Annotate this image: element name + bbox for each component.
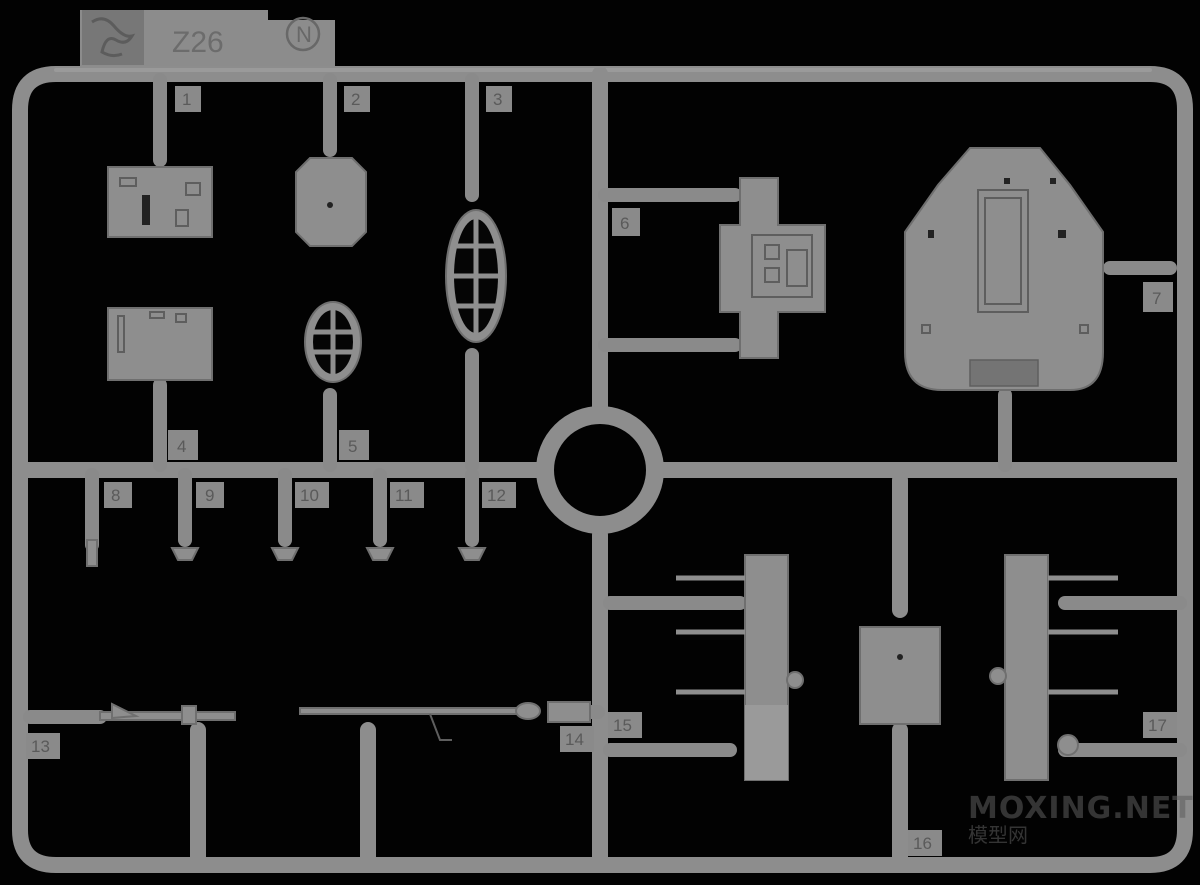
part-4-panel bbox=[107, 307, 213, 381]
part-number-2: 2 bbox=[351, 90, 360, 109]
part-7-deck bbox=[904, 147, 1104, 391]
part-number-14: 14 bbox=[565, 730, 584, 749]
part-14-rod bbox=[299, 701, 591, 741]
part-number-17: 17 bbox=[1148, 716, 1167, 735]
gates bbox=[23, 73, 1187, 757]
part-number-9: 9 bbox=[205, 486, 214, 505]
part-number-8: 8 bbox=[111, 486, 120, 505]
part-number-11: 11 bbox=[395, 486, 413, 505]
part-number-16: 16 bbox=[913, 834, 932, 853]
watermark-subtitle: 模型网 bbox=[968, 823, 1028, 847]
part-number-15: 15 bbox=[613, 716, 632, 735]
part-1-panel bbox=[107, 166, 213, 238]
part-number-4: 4 bbox=[177, 437, 186, 456]
part-number-5: 5 bbox=[348, 437, 357, 456]
part-number-7: 7 bbox=[1152, 289, 1161, 308]
part-number-10: 10 bbox=[300, 486, 319, 505]
number-tags bbox=[26, 86, 1177, 856]
part-number-1: 1 bbox=[182, 90, 191, 109]
sprue-header-tab: Z26 N bbox=[80, 10, 335, 70]
part-numbers: 1 2 3 4 5 6 7 8 9 10 11 12 13 14 15 16 1… bbox=[31, 90, 1167, 853]
parts-8-12-bits bbox=[86, 539, 487, 567]
sprue-hub bbox=[536, 406, 664, 534]
part-2-hatch bbox=[295, 157, 367, 247]
part-15-panel bbox=[676, 554, 804, 781]
part-number-13: 13 bbox=[31, 737, 50, 756]
watermark-brand: MOXING.NET bbox=[968, 791, 1194, 826]
part-number-3: 3 bbox=[493, 90, 502, 109]
maker-mark-circle bbox=[285, 16, 321, 52]
watermark: MOXING.NET 模型网 bbox=[968, 791, 1194, 847]
part-17-panel bbox=[989, 554, 1118, 781]
part-6-panel bbox=[719, 177, 826, 359]
dragon-logo-figure bbox=[91, 17, 136, 58]
part-number-6: 6 bbox=[620, 214, 629, 233]
part-16-panel bbox=[859, 626, 941, 725]
maker-mark: N bbox=[296, 22, 312, 47]
part-13-rod bbox=[99, 702, 236, 725]
part-3-window bbox=[445, 209, 507, 343]
part-5-window bbox=[304, 301, 362, 383]
part-number-12: 12 bbox=[487, 486, 506, 505]
sprue-code: Z26 bbox=[172, 26, 224, 59]
